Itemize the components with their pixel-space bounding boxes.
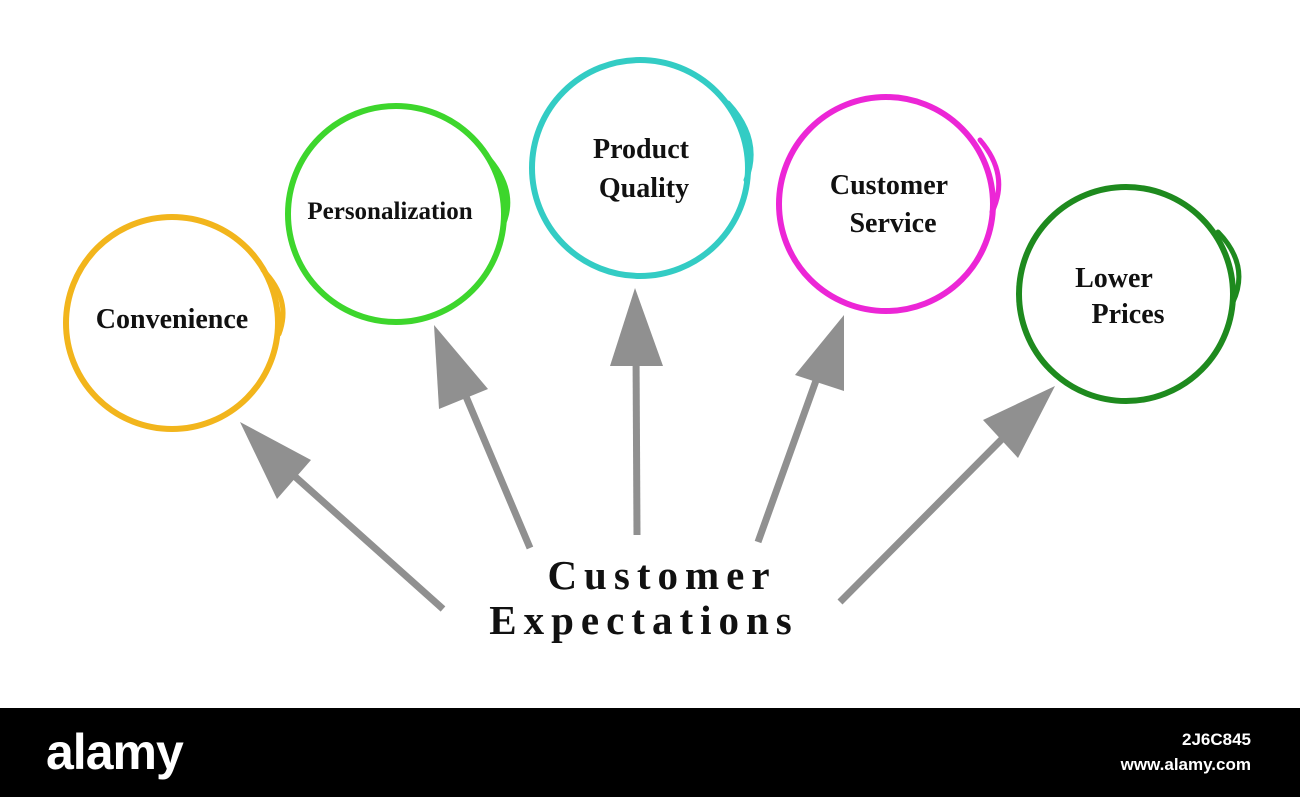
node-lower-prices: Lower Prices: [1016, 184, 1242, 404]
svg-text:Lower: Lower: [1075, 263, 1153, 294]
svg-text:Customer: Customer: [547, 552, 776, 598]
customer-expectations-diagram: Convenience Personalization Product Qual…: [63, 57, 1242, 643]
arrow-to-product-quality: [610, 288, 663, 536]
site-url: www.alamy.com: [1120, 755, 1251, 774]
node-label: Service: [849, 208, 936, 239]
node-label: Quality: [599, 173, 689, 204]
node-label: Convenience: [96, 304, 248, 335]
svg-text:Quality: Quality: [599, 173, 689, 204]
node-label: Lower: [1075, 263, 1153, 294]
center-title-line2: Expectations: [489, 597, 799, 643]
svg-text:Convenience: Convenience: [96, 304, 248, 335]
arrow-to-convenience: [240, 422, 446, 612]
node-label: Personalization: [307, 198, 472, 225]
svg-text:Personalization: Personalization: [307, 198, 472, 225]
node-label: Product: [593, 134, 690, 165]
svg-text:Product: Product: [593, 134, 690, 165]
arrow-to-personalization: [434, 325, 534, 550]
node-label: Prices: [1091, 299, 1164, 330]
node-circle: [1016, 184, 1236, 404]
arrow-to-customer-service: [754, 315, 844, 544]
center-title-line1: Customer: [547, 552, 776, 598]
footer-bar: alamy 2J6C845 www.alamy.com: [0, 708, 1300, 797]
node-circle: [63, 214, 281, 432]
svg-text:Prices: Prices: [1091, 299, 1164, 330]
alamy-logo: alamy: [46, 724, 184, 780]
node-personalization: Personalization: [285, 103, 511, 325]
node-customer-service: Customer Service: [776, 94, 1002, 314]
image-id: 2J6C845: [1181, 730, 1251, 749]
arrow-to-lower-prices: [837, 386, 1055, 605]
node-circle: [529, 57, 751, 279]
svg-text:Customer: Customer: [830, 170, 948, 201]
node-convenience: Convenience: [63, 214, 286, 432]
node-product-quality: Product Quality: [529, 57, 754, 279]
node-label: Customer: [830, 170, 948, 201]
node-circle: [776, 94, 996, 314]
svg-text:Service: Service: [849, 208, 936, 239]
svg-text:Expectations: Expectations: [489, 597, 799, 643]
